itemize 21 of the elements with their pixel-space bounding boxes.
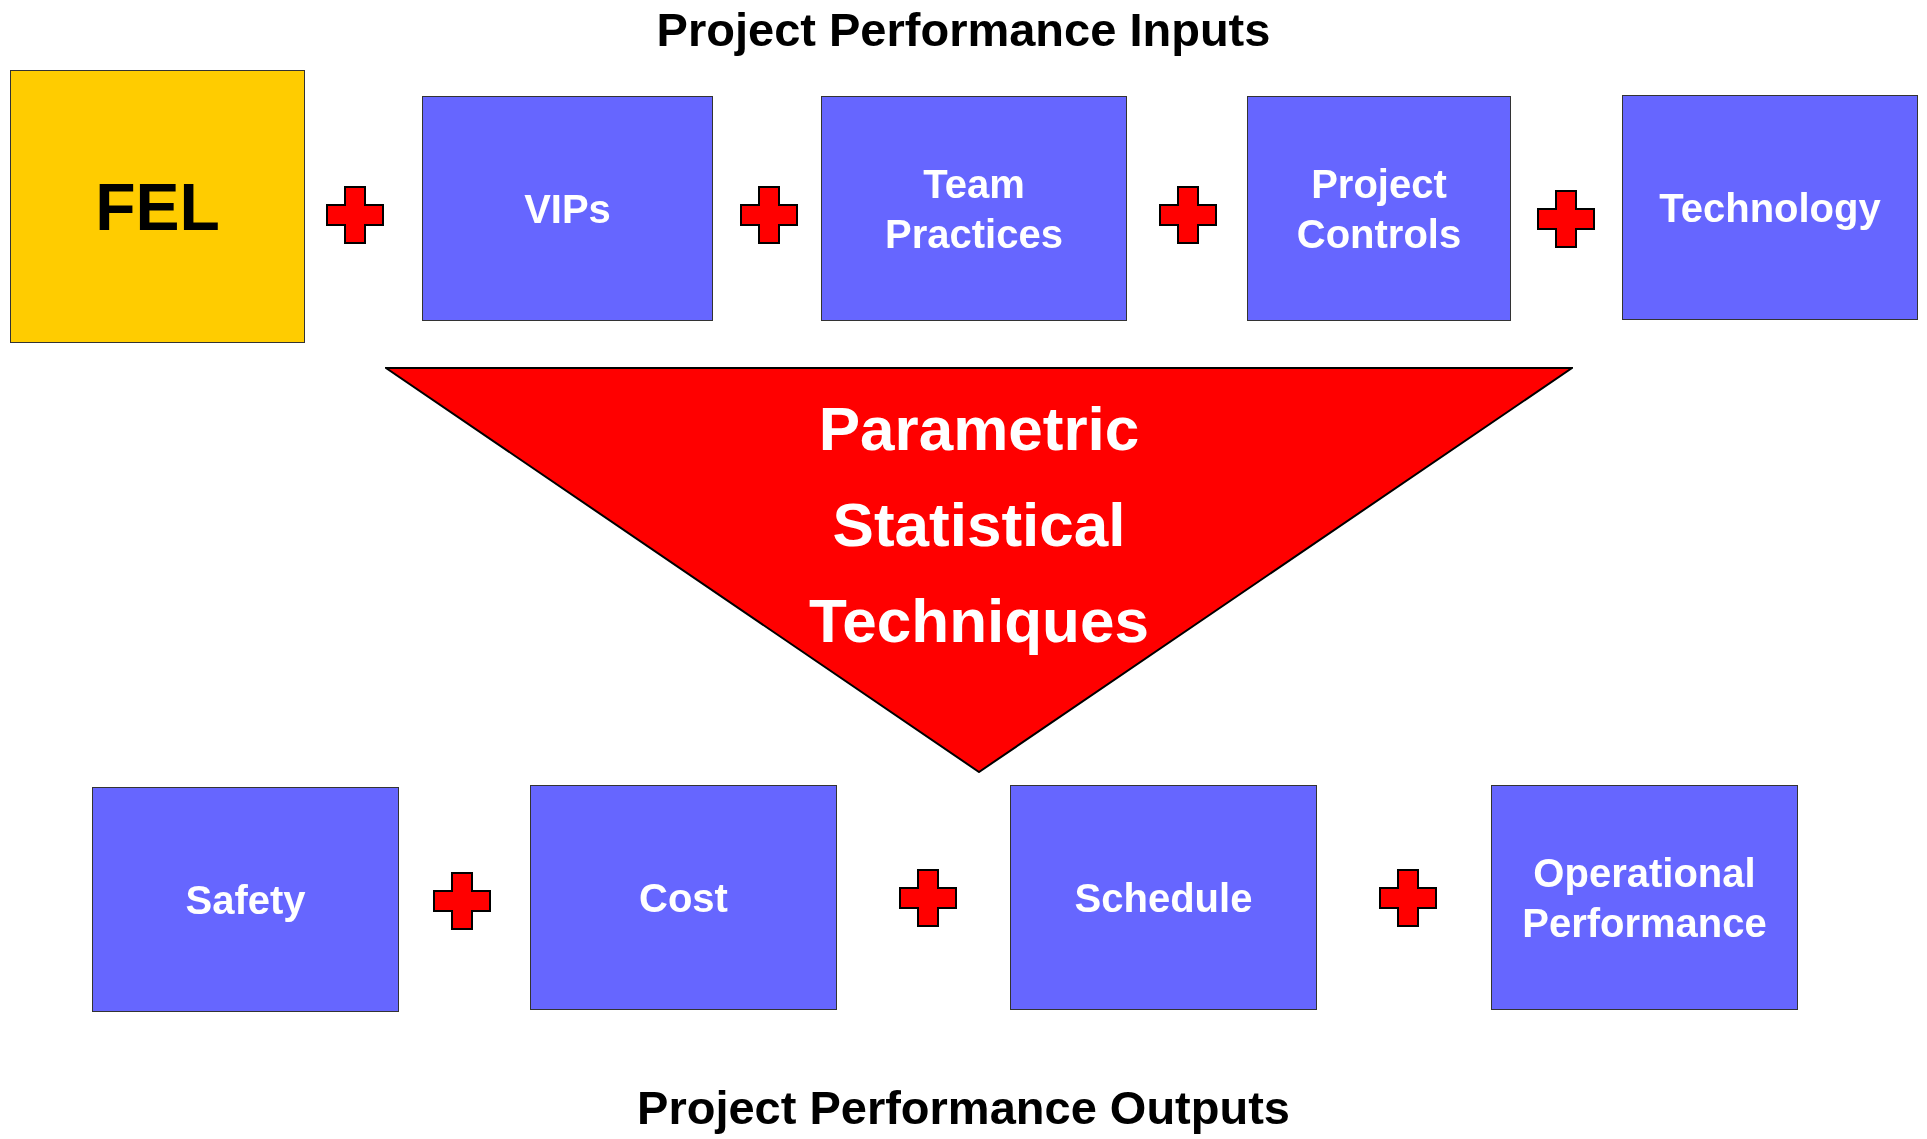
section-heading: Project Performance Outputs [637,1081,1290,1134]
process-box [530,785,837,1010]
box-label: Safety [184,876,307,924]
box-label: Technology [1658,184,1882,232]
process-box [92,787,399,1012]
box-label: VIPs [523,185,612,233]
process-box [821,96,1127,321]
diagram-title: Project Performance Inputs [656,3,1271,56]
box-label: Cost [638,874,729,922]
process-box [422,96,713,321]
highlighted-box [10,70,305,343]
process-box [1247,96,1511,321]
box-label: Parametric Statistical Techniques [808,393,1150,657]
box-label: Operational Performance [1521,849,1768,947]
process-box [1622,95,1918,320]
box-label: FEL [95,168,220,245]
process-box [1010,785,1317,1010]
box-label: Schedule [1073,874,1254,922]
process-box [1491,785,1798,1010]
box-label: Team Practices [884,160,1064,258]
box-label: Project Controls [1295,160,1463,258]
